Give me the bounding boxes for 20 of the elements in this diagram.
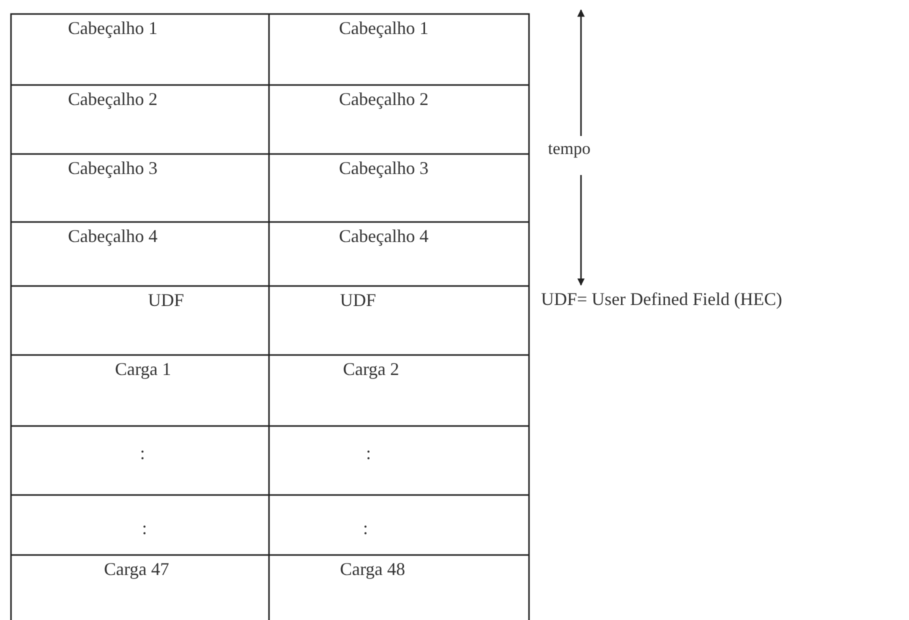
cell-text: : <box>142 517 148 539</box>
cell-text: Cabeçalho 4 <box>68 225 158 247</box>
note-text: UDF= User Defined Field (HEC) <box>541 288 782 310</box>
cell-text: Cabeçalho 4 <box>339 225 428 247</box>
cell-text: Carga 1 <box>115 358 172 380</box>
cell-text: Cabeçalho 1 <box>68 17 158 39</box>
cell-text: Carga 2 <box>343 358 400 380</box>
cell-text: Carga 48 <box>340 558 406 580</box>
cell-text: : <box>366 442 372 464</box>
axis-label: tempo <box>548 138 590 160</box>
cell-text: Cabeçalho 1 <box>339 17 428 39</box>
cell-text: Cabeçalho 3 <box>68 157 158 179</box>
cell-text: Cabeçalho 2 <box>339 88 428 110</box>
cell-text: Carga 47 <box>104 558 170 580</box>
cell-text: Cabeçalho 3 <box>339 157 428 179</box>
cell-text: Cabeçalho 2 <box>68 88 158 110</box>
cell-text: UDF <box>340 289 376 311</box>
cell-text: : <box>140 442 146 464</box>
cell-text: : <box>363 517 368 539</box>
cell-text: UDF <box>148 289 184 311</box>
